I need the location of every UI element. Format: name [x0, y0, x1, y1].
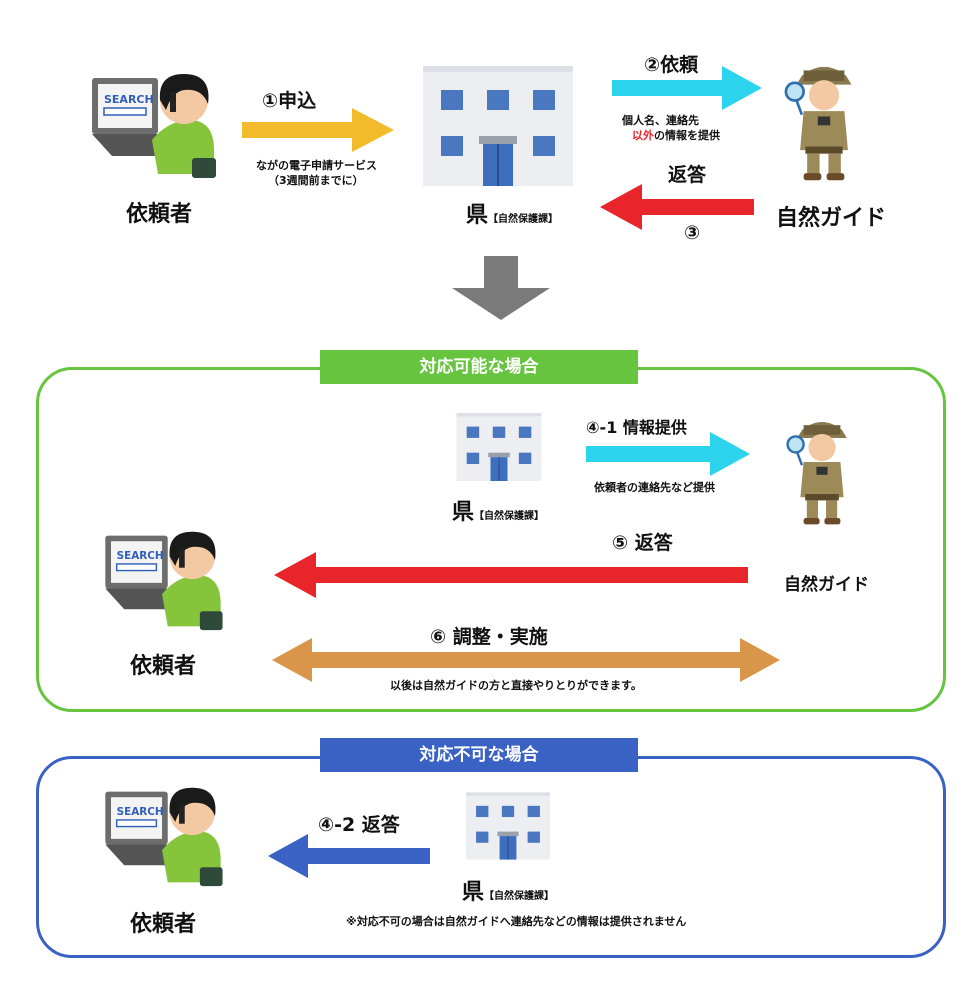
pref-dept-3: 【自然保護課】: [484, 891, 555, 902]
step2-note-1: 個人名、連絡先: [622, 114, 699, 127]
step2-label: ②依頼: [644, 54, 699, 76]
step1-label: ①申込: [262, 90, 317, 112]
arrow-apply: [242, 108, 394, 152]
arrow-request: [612, 66, 762, 110]
arrow-reply: [600, 184, 754, 230]
requester-label-3: 依頼者: [130, 912, 197, 937]
arrow-down: [452, 256, 550, 320]
impossible-banner: 対応不可な場合: [320, 738, 638, 772]
requester-icon-2: [98, 528, 228, 632]
pref-label-3: 県: [462, 880, 485, 905]
step41-label: ④-1 情報提供: [586, 418, 687, 437]
step1-note-1: ながの電子申請サービス: [256, 159, 377, 172]
reply-label: 返答: [668, 164, 707, 186]
arrow-reply-42: [268, 834, 430, 878]
prefecture-building-icon-3: [466, 792, 550, 860]
prefecture-building-icon-2: [456, 413, 542, 481]
step5-label: ⑤ 返答: [612, 532, 673, 554]
arrow-reply-5: [274, 552, 748, 598]
step3-label: ③: [684, 222, 701, 244]
step42-label: ④-2 返答: [318, 814, 400, 836]
step1-note-2: （3週間前までに）: [268, 174, 364, 187]
pref-dept-2: 【自然保護課】: [474, 511, 545, 522]
impossible-note: ※対応不可の場合は自然ガイドへ連絡先などの情報は提供されません: [346, 915, 687, 928]
step6-note: 以後は自然ガイドの方と直接やりとりができます。: [390, 679, 642, 692]
guide-label-2: 自然ガイド: [784, 575, 869, 595]
requester-label-2: 依頼者: [130, 654, 197, 679]
arrow-info-provide: [586, 432, 750, 476]
pref-dept: 【自然保護課】: [488, 214, 559, 225]
step41-note: 依頼者の連絡先など提供: [594, 481, 715, 494]
pref-label: 県: [466, 203, 489, 228]
requester-label: 依頼者: [126, 202, 193, 227]
step6-label: ⑥ 調整・実施: [430, 626, 548, 648]
prefecture-building-icon: [423, 66, 573, 186]
guide-icon-2: [786, 414, 858, 526]
pref-label-group-3: 県【自然保護課】: [462, 874, 554, 906]
requester-icon-3: [98, 784, 228, 888]
guide-icon: [784, 58, 864, 182]
guide-label: 自然ガイド: [776, 206, 887, 231]
requester-icon: [88, 70, 218, 180]
arrow-coordinate: [272, 638, 780, 682]
possible-banner: 対応可能な場合: [320, 350, 638, 384]
pref-label-group: 県【自然保護課】: [466, 197, 558, 229]
step2-note-2: 以外の情報を提供: [632, 129, 720, 142]
pref-label-group-2: 県【自然保護課】: [452, 494, 544, 526]
pref-label-2: 県: [452, 500, 475, 525]
